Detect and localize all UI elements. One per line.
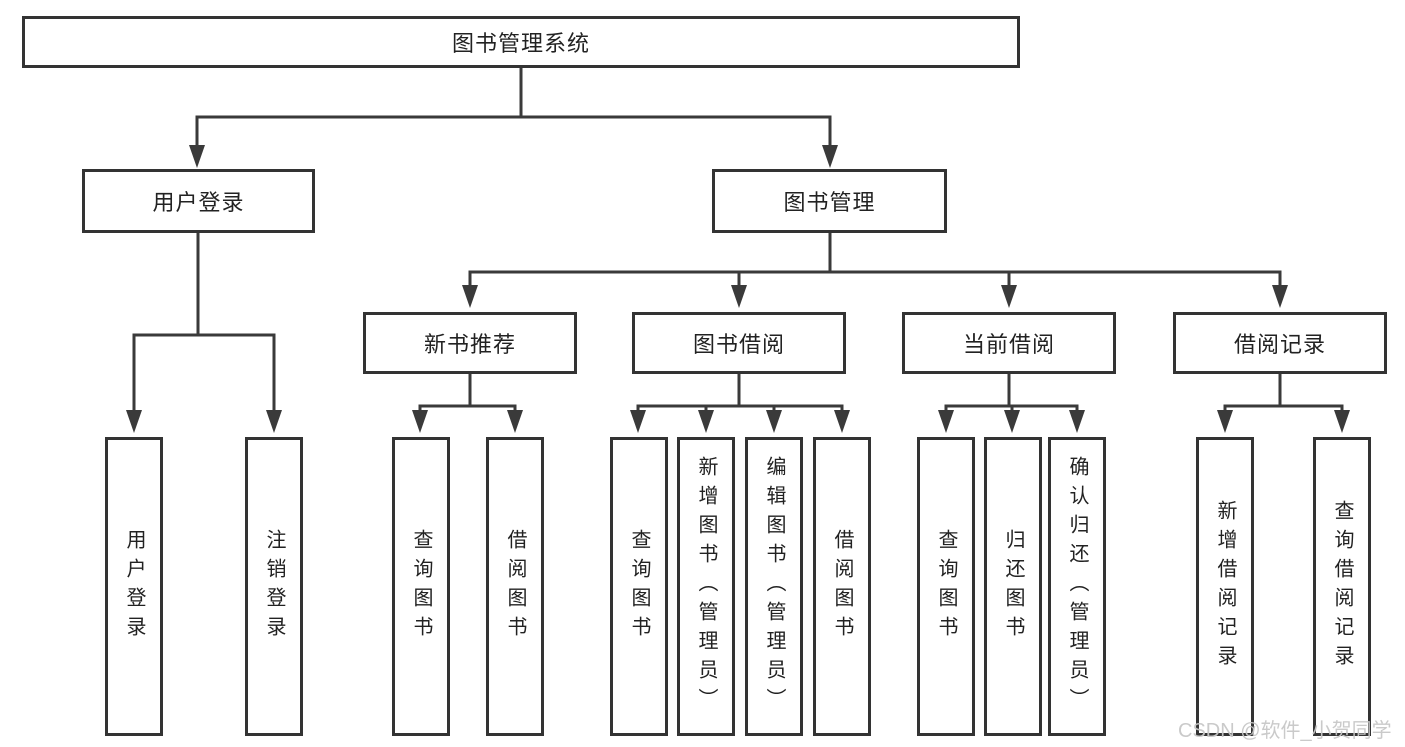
leaf-query-borrow-record: 查询借阅记录 (1313, 437, 1371, 736)
node-borrowing-records: 借阅记录 (1173, 312, 1387, 374)
node-label: 图书借阅 (692, 332, 785, 357)
node-label: 新书推荐 (423, 332, 516, 357)
node-label: 查询图书 (628, 528, 650, 645)
node-label: 查询图书 (410, 528, 432, 645)
node-label: 归还图书 (1002, 528, 1024, 645)
leaf-query-books: 查询图书 (610, 437, 668, 736)
leaf-query-books: 查询图书 (917, 437, 975, 736)
node-label: 图书管理系统 (451, 31, 590, 56)
node-current-borrowing: 当前借阅 (902, 312, 1116, 374)
node-label: 用户登录 (152, 190, 245, 215)
node-new-book-recommendation: 新书推荐 (363, 312, 577, 374)
node-label: 查询借阅记录 (1331, 499, 1353, 674)
node-label: 借阅图书 (831, 528, 853, 645)
csdn-watermark: CSDN @软件_小贺同学 (1178, 720, 1392, 742)
leaf-add-books-admin: 新增图书（管理员） (677, 437, 735, 736)
leaf-query-books: 查询图书 (392, 437, 450, 736)
node-label: 新增借阅记录 (1214, 499, 1236, 674)
leaf-confirm-return-admin: 确认归还（管理员） (1048, 437, 1106, 736)
node-label: 新增图书（管理员） (695, 456, 717, 717)
node-label: 图书管理 (783, 190, 876, 215)
leaf-borrow-books: 借阅图书 (486, 437, 544, 736)
node-label: 编辑图书（管理员） (763, 456, 785, 717)
node-book-management: 图书管理 (712, 169, 947, 233)
node-label: 用户登录 (123, 528, 145, 645)
leaf-return-books: 归还图书 (984, 437, 1042, 736)
leaf-user-login: 用户登录 (105, 437, 163, 736)
leaf-borrow-books: 借阅图书 (813, 437, 871, 736)
node-label: 借阅图书 (504, 528, 526, 645)
leaf-edit-books-admin: 编辑图书（管理员） (745, 437, 803, 736)
leaf-add-borrow-record: 新增借阅记录 (1196, 437, 1254, 736)
node-label: 确认归还（管理员） (1066, 456, 1088, 717)
node-user-login: 用户登录 (82, 169, 315, 233)
node-label: 注销登录 (263, 528, 285, 645)
node-label: 借阅记录 (1233, 332, 1326, 357)
node-book-management-system: 图书管理系统 (22, 16, 1020, 68)
leaf-logout: 注销登录 (245, 437, 303, 736)
node-book-borrowing: 图书借阅 (632, 312, 846, 374)
node-label: 查询图书 (935, 528, 957, 645)
node-label: 当前借阅 (962, 332, 1055, 357)
